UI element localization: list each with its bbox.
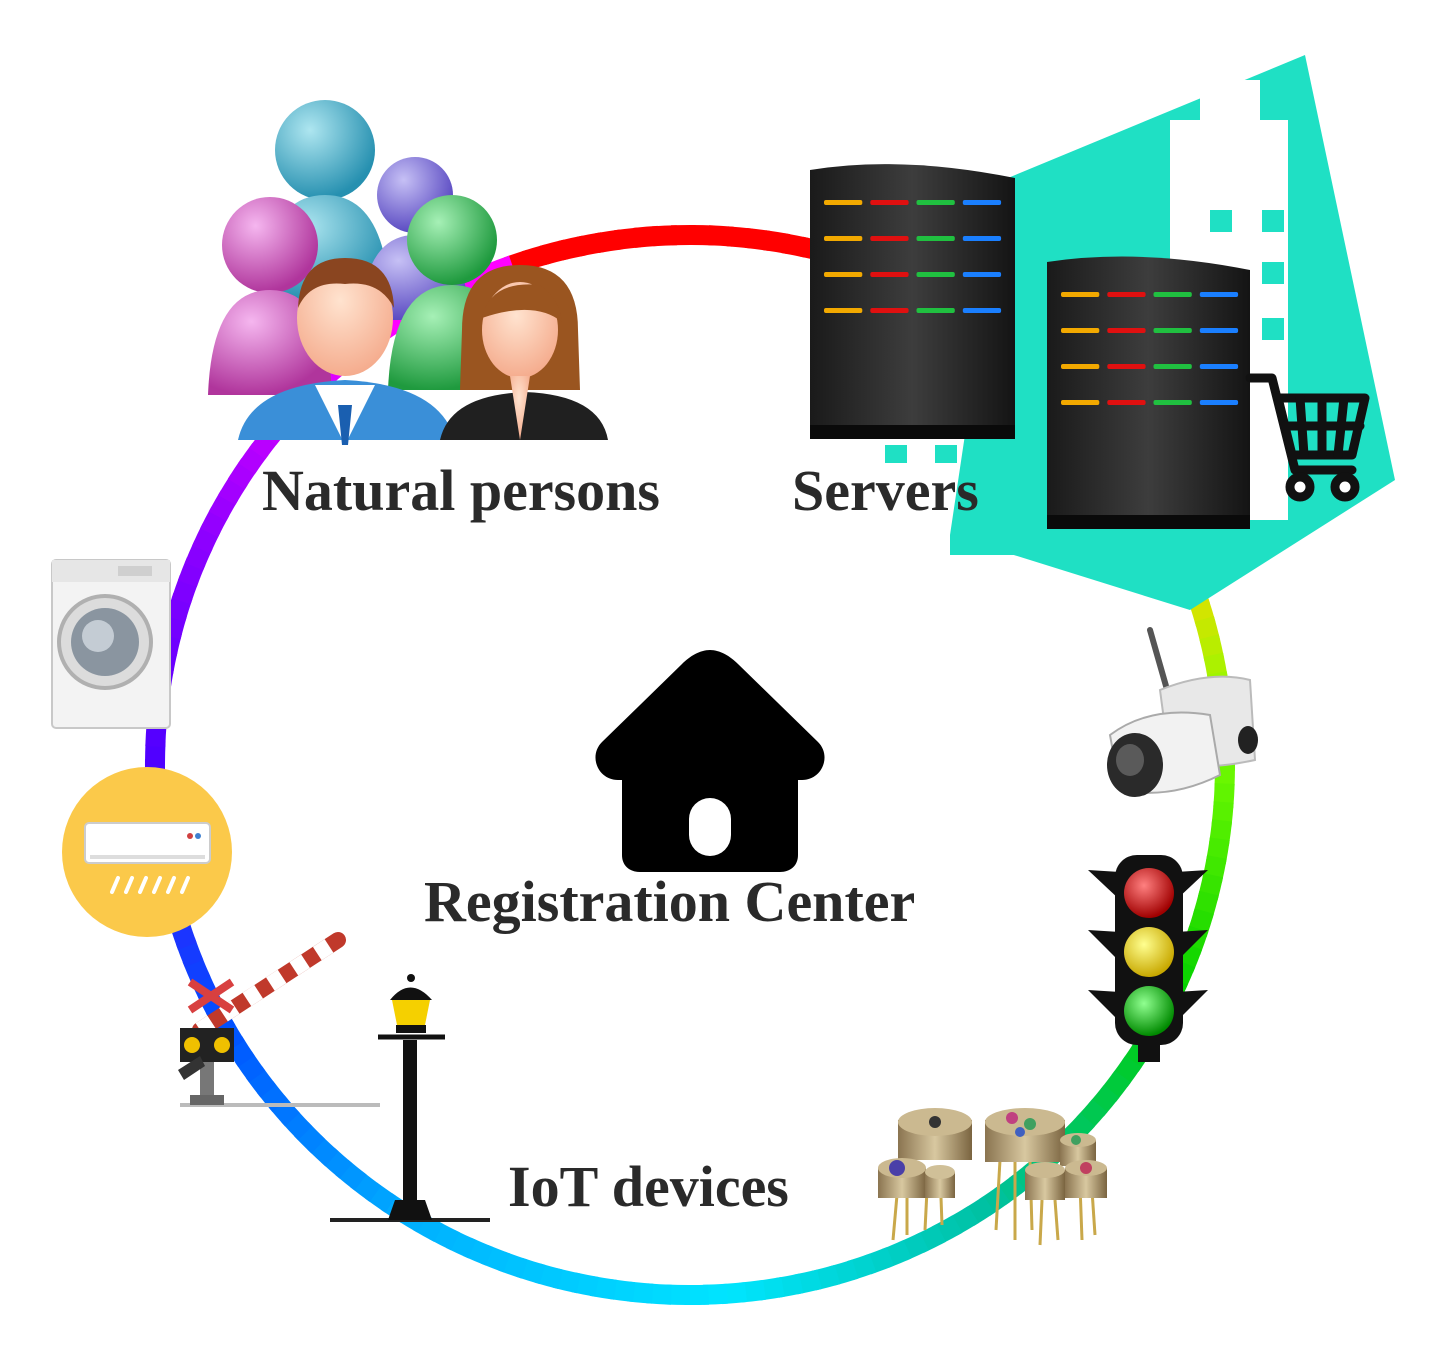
street-lamp-icon [330, 974, 490, 1222]
server-led [1153, 292, 1192, 297]
server-led [916, 272, 955, 277]
server-led [870, 308, 909, 313]
server-led [1199, 328, 1239, 333]
server-led [1061, 292, 1100, 297]
server-rack-icon [810, 164, 1250, 529]
server-led [1061, 364, 1100, 369]
washing-machine-icon [51, 559, 171, 729]
server-led [962, 308, 1002, 313]
server-led [824, 236, 863, 241]
server-led [1061, 400, 1100, 405]
server-led [916, 200, 955, 205]
server-led [824, 272, 863, 277]
server-led [1199, 292, 1239, 297]
server-led [1107, 400, 1146, 405]
server-led [1153, 400, 1192, 405]
security-camera-icon [1107, 627, 1258, 797]
server-led [1107, 328, 1146, 333]
server-led [1153, 328, 1192, 333]
air-conditioner-icon [62, 767, 232, 937]
iot-devices-label: IoT devices [508, 1154, 789, 1219]
server-led [962, 272, 1002, 277]
server-led [1199, 400, 1239, 405]
server-led [870, 200, 909, 205]
people-group-icon [208, 100, 608, 445]
railway-barrier-icon [178, 932, 380, 1107]
server-led [824, 308, 863, 313]
server-led [1061, 328, 1100, 333]
natural-persons-label: Natural persons [262, 458, 660, 523]
server-led [870, 236, 909, 241]
sensor-components-icon [878, 1108, 1107, 1246]
registration-center-label: Registration Center [424, 869, 916, 934]
server-led [1153, 364, 1192, 369]
server-led [916, 308, 955, 313]
house-icon [595, 650, 825, 872]
servers-label: Servers [792, 458, 979, 523]
server-led [1199, 364, 1239, 369]
server-led [962, 200, 1002, 205]
shopping-cart-icon [1245, 373, 1370, 502]
server-led [1107, 292, 1146, 297]
server-led [870, 272, 909, 277]
server-led [1107, 364, 1146, 369]
server-led [962, 236, 1002, 241]
traffic-light-icon [1088, 855, 1208, 1062]
server-led [824, 200, 863, 205]
server-led [916, 236, 955, 241]
